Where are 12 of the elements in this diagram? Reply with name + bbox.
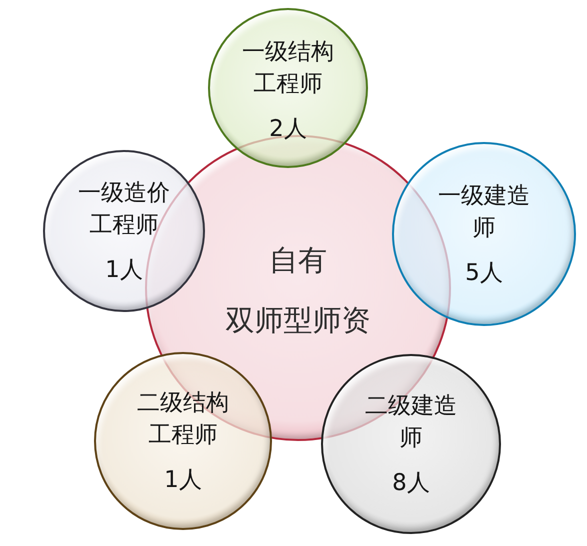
qualification-title: 一级结构工程师: [241, 38, 335, 98]
headcount-text: 2人: [269, 114, 307, 144]
headcount-text: 1人: [164, 466, 202, 494]
qualification-title: 一级造价工程师: [77, 178, 171, 240]
center-heading: 自有: [269, 242, 327, 279]
center-heading: 双师型师资: [226, 302, 370, 339]
headcount-text: 5人: [465, 258, 503, 288]
qualification-title: 二级建造师: [364, 392, 458, 452]
qualification-title: 二级结构工程师: [136, 388, 230, 450]
headcount-text: 8人: [392, 468, 430, 498]
qualification-title: 一级建造师: [437, 182, 531, 242]
headcount-text: 1人: [105, 256, 143, 284]
